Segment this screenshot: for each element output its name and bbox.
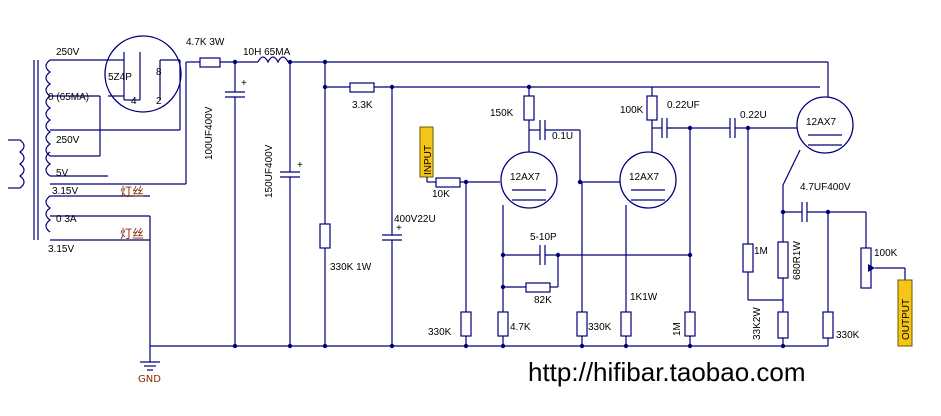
stage2-grid-leak xyxy=(684,311,696,337)
rectifier-type: 5Z4P xyxy=(108,72,132,83)
label-5v: 5V xyxy=(56,168,69,179)
stage3-coupling-label: 0.22U xyxy=(740,110,767,121)
primary-winding xyxy=(19,139,25,189)
stage2-coupling-label: 0.22UF xyxy=(667,100,700,111)
stage3-grid-leak-label: 1M xyxy=(754,246,768,257)
output-cap-label: 4.7UF400V xyxy=(800,182,851,193)
grid-stopper-resistor xyxy=(435,177,461,188)
junctions xyxy=(232,59,831,349)
stage3-cathode-resistor-top xyxy=(777,241,789,279)
label-250v-top: 250V xyxy=(56,47,80,58)
bleeder-resistor xyxy=(319,223,331,249)
stage1-plate-resistor-label: 150K xyxy=(490,108,514,119)
filter-cap-2-label: 150UF400V xyxy=(264,144,275,198)
tube-heater-winding xyxy=(45,195,51,233)
choke-label: 10H 65MA xyxy=(243,47,291,58)
feedback-resistor xyxy=(525,282,551,293)
stage2-cathode-resistor xyxy=(620,311,632,337)
rectifier-pin8: 8 xyxy=(156,67,162,78)
hv-secondary-winding xyxy=(45,59,51,157)
stage1-cathode-resistor xyxy=(497,311,509,337)
filter-cap-3-label: 400V22U xyxy=(394,214,436,225)
power-supply-filter: 4.7K 3W 10H 65MA + 100UF400V + 150UF400V… xyxy=(138,37,829,385)
label-center-tap: 0 (65MA) xyxy=(48,92,89,103)
stage1-amplifier: INPUT 10K 330K 150K 12AX7 0.1U 4.7K xyxy=(419,87,690,346)
output-tag-label: OUTPUT xyxy=(901,299,912,340)
label-heater-cn-1: 灯丝 xyxy=(120,185,144,199)
pot-wiper xyxy=(868,264,875,272)
stage2-plate-resistor-label: 100K xyxy=(620,105,644,116)
dropper-resistor xyxy=(349,82,375,93)
label-heater-b: 3.15V xyxy=(48,244,74,255)
rectifier-pin4: 4 xyxy=(131,96,137,107)
stage1-tube xyxy=(500,151,558,209)
stage1-plate-resistor xyxy=(523,95,535,121)
stage2-amplifier: 100K 12AX7 1K1W 0.22UF 1M xyxy=(619,87,730,346)
filter-cap-1-label: 100UF400V xyxy=(204,106,215,160)
stage3-tube-type: 12AX7 xyxy=(806,117,836,128)
feedback-cap-label: 5-10P xyxy=(530,232,557,243)
choke xyxy=(257,56,289,64)
svg-text:+: + xyxy=(241,78,247,89)
label-250v-bottom: 250V xyxy=(56,135,80,146)
stage3-grid-leak xyxy=(742,243,754,273)
feedback-resistor-label: 82K xyxy=(534,295,552,306)
svg-text:+: + xyxy=(297,160,303,171)
stage2-cathode-label: 1K1W xyxy=(630,292,658,303)
stage3-cathode-bottom-label: 33K2W xyxy=(752,307,763,340)
output-tag xyxy=(897,279,913,347)
stage2-tube-type: 12AX7 xyxy=(629,172,659,183)
input-tag-label: INPUT xyxy=(423,145,434,175)
dropper-label: 3.3K xyxy=(352,100,373,111)
label-heater-cn-2: 灯丝 xyxy=(120,227,144,241)
power-transformer: 250V 0 (65MA) 250V 5V 3.15V 0 3A 3.15V 灯… xyxy=(8,47,186,356)
label-heater-mid: 0 3A xyxy=(56,214,77,225)
svg-text:+: + xyxy=(396,223,402,234)
stage3-tube xyxy=(796,96,854,154)
stage2-grid-leak-label: 1M xyxy=(672,322,683,336)
ground-label: GND xyxy=(138,374,161,385)
series-resistor-label: 4.7K 3W xyxy=(186,37,225,48)
stage1-grid-leak xyxy=(460,311,472,337)
stage1-cathode-label: 4.7K xyxy=(510,322,531,333)
stage2-grid-leak xyxy=(576,311,588,337)
stage3-cathode-resistor-bottom xyxy=(777,311,789,339)
load-resistor-label: 330K xyxy=(836,330,860,341)
grid-stopper-label: 10K xyxy=(432,189,450,200)
stage3-cathode-follower: 0.22U 1M 12AX7 680R1W 33K2W 4.7UF400V 33… xyxy=(729,96,913,347)
bleeder-label: 330K 1W xyxy=(330,262,372,273)
rectifier-tube: 5Z4P 8 4 2 xyxy=(104,35,192,184)
load-resistor xyxy=(822,311,834,339)
rectifier-pin2: 2 xyxy=(156,96,162,107)
label-heater-a: 3.15V xyxy=(52,186,78,197)
rectifier-heater-winding xyxy=(45,151,51,177)
stage3-cathode-top-label: 680R1W xyxy=(792,241,803,280)
stage2-plate-resistor xyxy=(646,95,658,121)
volume-pot-label: 100K xyxy=(874,248,898,259)
stage1-coupling-label: 0.1U xyxy=(552,131,573,142)
stage2-grid-leak-label: 330K xyxy=(588,322,612,333)
stage1-grid-leak-label: 330K xyxy=(428,327,452,338)
stage2-tube xyxy=(619,151,677,209)
stage1-tube-type: 12AX7 xyxy=(510,172,540,183)
watermark-url: http://hifibar.taobao.com xyxy=(528,357,806,387)
series-resistor xyxy=(199,57,221,68)
